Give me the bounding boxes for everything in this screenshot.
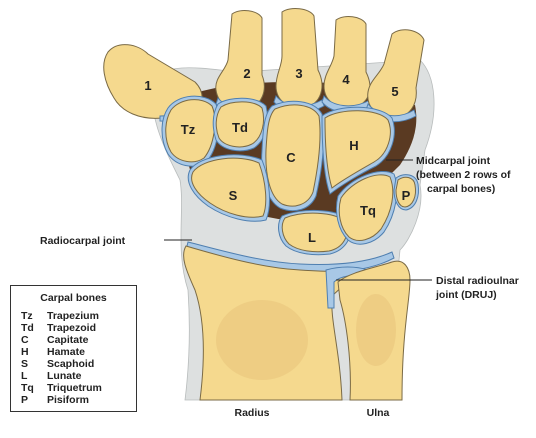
trapezium: Tz xyxy=(161,95,220,167)
legend-name: Capitate xyxy=(47,334,89,346)
legend-row: Td Trapezoid xyxy=(21,322,96,334)
legend-abbr: L xyxy=(21,370,28,382)
legend-row: L Lunate xyxy=(21,370,81,382)
label-c: C xyxy=(286,150,296,165)
ulna xyxy=(337,260,411,401)
callout-druj-line1: Distal radioulnar xyxy=(436,275,519,287)
label-tz: Tz xyxy=(181,122,196,137)
legend-abbr: C xyxy=(21,334,29,346)
legend-name: Lunate xyxy=(47,370,82,382)
scaphoid: S xyxy=(187,154,270,222)
label-ulna: Ulna xyxy=(367,407,390,419)
callout-midcarpal-line2: (between 2 rows of xyxy=(416,169,511,181)
label-h: H xyxy=(349,138,358,153)
legend-name: Scaphoid xyxy=(47,358,95,370)
callout-druj-line2: joint (DRUJ) xyxy=(435,289,497,301)
callout-druj: Distal radioulnar joint (DRUJ) xyxy=(336,275,519,301)
legend-abbr: P xyxy=(21,394,29,406)
callout-radiocarpal-text: Radiocarpal joint xyxy=(40,235,126,247)
label-radius: Radius xyxy=(234,407,269,419)
callout-midcarpal-line3: carpal bones) xyxy=(427,183,495,195)
legend-abbr: Td xyxy=(21,322,34,334)
legend-row: P Pisiform xyxy=(21,394,89,406)
carpal-bones-legend: Carpal bones Tz Trapezium Td Trapezoid C Ca… xyxy=(10,285,137,412)
label-s: S xyxy=(229,188,238,203)
legend-title: Carpal bones xyxy=(40,292,107,304)
capitate: C xyxy=(261,100,325,212)
label-m4: 4 xyxy=(342,72,350,87)
legend-name: Hamate xyxy=(47,346,85,358)
legend-name: Trapezoid xyxy=(47,322,97,334)
label-p: P xyxy=(402,188,411,203)
metacarpal-3: 3 xyxy=(273,8,325,113)
label-m2: 2 xyxy=(243,66,250,81)
legend-name: Pisiform xyxy=(47,394,90,406)
label-m3: 3 xyxy=(295,66,302,81)
radius xyxy=(183,245,362,401)
lunate: L xyxy=(278,209,352,256)
label-l: L xyxy=(308,230,316,245)
label-td: Td xyxy=(232,120,248,135)
legend-row: C Capitate xyxy=(21,334,88,346)
callout-midcarpal-line1: Midcarpal joint xyxy=(416,155,491,167)
label-m1: 1 xyxy=(144,78,151,93)
legend-abbr: Tz xyxy=(21,310,33,322)
legend-row: S Scaphoid xyxy=(21,358,94,370)
legend-abbr: S xyxy=(21,358,29,370)
legend-name: Triquetrum xyxy=(47,382,102,394)
pisiform: P xyxy=(393,174,419,211)
hamate: H xyxy=(321,106,395,195)
label-tq: Tq xyxy=(360,203,376,218)
trapezoid: Td xyxy=(212,97,268,152)
legend-name: Trapezium xyxy=(47,310,99,322)
legend-row: H Hamate xyxy=(21,346,85,358)
metacarpal-4: 4 xyxy=(321,16,373,113)
legend-abbr: Tq xyxy=(21,382,34,394)
legend-row: Tz Trapezium xyxy=(21,310,99,322)
label-m5: 5 xyxy=(391,84,398,99)
triquetrum: Tq xyxy=(335,170,398,245)
legend-abbr: H xyxy=(21,346,29,358)
legend-row: Tq Triquetrum xyxy=(21,382,102,394)
callout-radiocarpal: Radiocarpal joint xyxy=(40,235,192,247)
callout-midcarpal: Midcarpal joint (between 2 rows of carpa… xyxy=(386,155,511,195)
